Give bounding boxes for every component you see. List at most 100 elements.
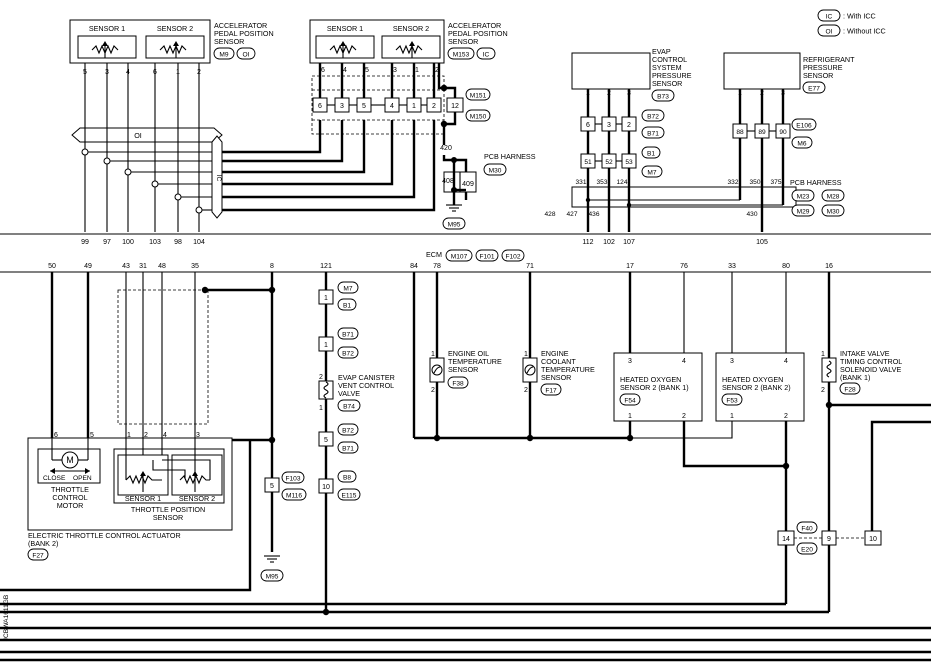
heated-oxygen-sensor-bank1: 3 4 HEATED OXYGEN SENSOR 2 (BANK 1) F54 … (613, 272, 786, 468)
joint-conn-m150: M150 (470, 114, 487, 121)
pcb-harness-right: PCB HARNESS M23 M28 M29 M30 428 427 436 … (544, 178, 845, 218)
pcb-right-c1: M23 (797, 194, 810, 201)
ground-mid-ground-conn: M95 (266, 574, 279, 581)
pcb-left-label: PCB HARNESS (484, 152, 536, 161)
pin-label: 436 (588, 211, 599, 218)
pin-label: 3 (730, 358, 734, 365)
oil-temp-l3: SENSOR (448, 365, 478, 374)
ic-bus: IC (211, 135, 223, 219)
motor-close-label: CLOSE (43, 475, 66, 482)
pin-label: 409 (462, 181, 474, 188)
pin-label: 14 (782, 536, 790, 543)
ic-bus-bar (211, 135, 223, 219)
throttle-actuator: 6 5 1 2 4 3 M CLOSE OPEN THROTTLE CONTRO… (27, 272, 233, 561)
throttle-power-wiring: 5 F103 M116 M95 (0, 272, 307, 592)
coil-icon (323, 381, 329, 399)
ecm-block: ECM M107 F101 F102 99 97 100 103 98 104 … (0, 233, 931, 273)
ivtc-l1: INTAKE VALVE (840, 349, 890, 358)
coolant-l2: COOLANT (541, 357, 576, 366)
pin-label: 2 (144, 432, 148, 439)
pin-label: 48 (158, 263, 166, 270)
pin-label: 1 (415, 67, 419, 74)
actuator-l1: ELECTRIC THROTTLE CONTROL ACTUATOR (28, 531, 181, 540)
pin-label: 100 (122, 239, 134, 246)
thermistor-icon (524, 364, 536, 376)
app-ic-sensor2-label: SENSOR 2 (393, 24, 429, 33)
oil-temp-conn: F38 (452, 381, 464, 388)
doc-code: JCBWA1611GB (3, 594, 10, 641)
pin-label: 104 (193, 239, 205, 246)
pin-label: 105 (756, 239, 768, 246)
pin-label: 1 (730, 413, 734, 420)
app-ic-joint-frame (311, 75, 445, 135)
pin-label: 6 (586, 122, 590, 129)
legend: IC : With ICC OI : Without ICC (817, 9, 886, 37)
app-oi-conn-pill (213, 47, 235, 60)
evap-valve-j1-conn-a: M7 (343, 286, 352, 293)
pin-label: 6 (321, 67, 325, 74)
thermistor-icon (431, 364, 443, 376)
oil-temp-l2: TEMPERATURE (448, 357, 502, 366)
pin-label: 350 (749, 179, 760, 186)
app-oi-title-l2: PEDAL POSITION (214, 29, 274, 38)
pin-label: 1 (431, 351, 435, 358)
motor-icon: M (61, 451, 79, 469)
app-ic-title-l3: SENSOR (448, 37, 478, 46)
pin-label: 88 (736, 129, 744, 136)
pin-label: 4 (390, 103, 394, 110)
ivtc-l2: TIMING CONTROL (840, 357, 902, 366)
pin-label: 2 (784, 413, 788, 420)
motor-l3: MOTOR (57, 501, 84, 510)
coolant-l3: TEMPERATURE (541, 365, 595, 374)
pin-label: 1 (628, 413, 632, 420)
pin-label: 78 (433, 263, 441, 270)
legend-ic-code: IC (826, 14, 833, 21)
oi-bus: OI (71, 127, 223, 143)
pin-label: 50 (48, 263, 56, 270)
motor-open-label: OPEN (73, 475, 92, 482)
pin-label: 97 (103, 239, 111, 246)
potentiometer-icon (329, 41, 357, 58)
pin-label: 1 (412, 103, 416, 110)
oi-wires (81, 63, 436, 232)
pin-label: 408 (442, 178, 454, 185)
app-oi-sensor2-label: SENSOR 2 (157, 24, 193, 33)
pin-label: 90 (779, 129, 787, 136)
pin-label: 35 (191, 263, 199, 270)
bottom-harness-lines (0, 602, 931, 662)
evap-valve-l1: EVAP CANISTER (338, 373, 395, 382)
pcb-left-ground-conn: M95 (448, 222, 461, 229)
pin-label: 112 (582, 239, 593, 246)
legend-oi-text: : Without ICC (843, 27, 886, 36)
oi-bus-label: OI (134, 131, 142, 140)
pin-label: 2 (627, 122, 631, 129)
pin-label: 3 (393, 67, 397, 74)
app-ic-tag-pill (476, 47, 496, 60)
pin-label: 98 (174, 239, 182, 246)
app-oi-tag-pill (236, 47, 256, 60)
ground-icon (264, 555, 280, 563)
evap-valve-j3-conn-b: B71 (342, 446, 354, 453)
evap-l4: PRESSURE (652, 71, 692, 80)
joint-bottom-conn-a: F40 (801, 526, 813, 533)
ho2s-b1-l2: SENSOR 2 (BANK 1) (620, 383, 689, 392)
pin-label: 2 (431, 387, 435, 394)
evap-j1-conn-a: B72 (647, 114, 659, 121)
ic-bus-label: IC (215, 175, 222, 182)
pin-label: 420 (440, 145, 452, 152)
app-ic-conn: M153 (453, 52, 470, 59)
pin-label: 80 (782, 263, 790, 270)
tps-l1: THROTTLE POSITION (131, 505, 205, 514)
evap-j1-conn-b: B71 (647, 131, 659, 138)
engine-oil-temp-sensor: 1 2 ENGINE OIL TEMPERATURE SENSOR F38 (412, 272, 630, 442)
oil-temp-l1: ENGINE OIL (448, 349, 489, 358)
app-ic-conn-pill (447, 47, 475, 60)
pin-label: 5 (365, 67, 369, 74)
app-oi-title-l1: ACCELERATOR (214, 21, 267, 30)
pin-label: 1 (127, 432, 131, 439)
tps-sensor2-label: SENSOR 2 (179, 494, 215, 503)
ho2s-b1-l1: HEATED OXYGEN (620, 375, 681, 384)
pin-label: 53 (625, 159, 633, 166)
pcb-right-c4: M30 (827, 209, 840, 216)
tps-l2: SENSOR (153, 513, 183, 522)
